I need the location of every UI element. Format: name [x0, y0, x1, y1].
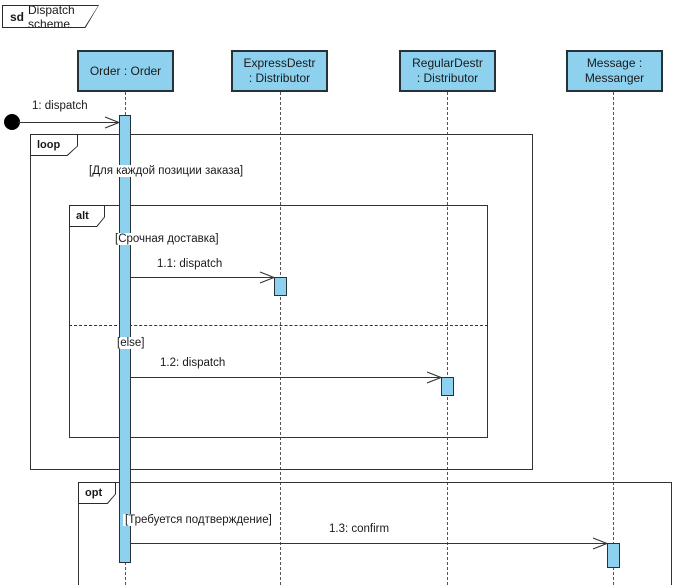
activation-expressdestr[interactable] — [274, 277, 287, 296]
lifeline-message-label: Message : Messanger — [584, 56, 645, 85]
lifeline-expressdestr-line[interactable] — [280, 92, 281, 585]
lifeline-regulardestr-label: RegularDestr : Distributor — [412, 56, 483, 85]
message-1-label: 1: dispatch — [30, 100, 90, 112]
fragment-alt-separator — [69, 325, 488, 326]
open-arrowhead-icon — [426, 371, 442, 384]
activation-message[interactable] — [607, 543, 620, 568]
fragment-alt[interactable]: alt — [69, 205, 488, 438]
open-arrowhead-icon — [104, 116, 120, 129]
fragment-loop-operator: loop — [37, 139, 61, 151]
diagram-name: Dispatch scheme — [28, 2, 75, 31]
open-arrowhead-icon — [592, 537, 608, 550]
fragment-opt-guard: [Требуется подтверждение] — [123, 514, 274, 526]
fragment-opt-operator: opt — [85, 487, 103, 499]
lifeline-regulardestr-head[interactable]: RegularDestr : Distributor — [399, 50, 496, 92]
diagram-keyword: sd — [10, 9, 25, 24]
fragment-opt-operator-tab: opt — [78, 482, 116, 504]
message-1-1-label: 1.1: dispatch — [155, 258, 225, 270]
message-1-1-line — [131, 277, 273, 278]
fragment-opt[interactable]: opt — [78, 482, 672, 585]
fragment-alt-guard: [Срочная доставка] — [113, 233, 221, 245]
message-1-2-line — [131, 377, 440, 378]
fragment-loop-operator-tab: loop — [30, 134, 78, 156]
found-message-endpoint-icon — [4, 114, 20, 130]
fragment-alt-operator-tab: alt — [69, 205, 105, 227]
message-1-line — [18, 122, 119, 123]
fragment-loop[interactable]: loop — [30, 134, 533, 470]
lifeline-regulardestr-line[interactable] — [447, 92, 448, 585]
activation-regulardestr[interactable] — [441, 377, 454, 396]
message-1-3-label: 1.3: confirm — [327, 523, 392, 535]
fragment-alt-operator: alt — [76, 210, 89, 222]
diagram-title: sd Dispatch scheme — [3, 6, 98, 27]
lifeline-order-head[interactable]: Order : Order — [77, 50, 174, 92]
fragment-alt-else-guard: [else] — [115, 337, 147, 349]
lifeline-message-line[interactable] — [613, 92, 614, 585]
lifeline-expressdestr-label: ExpressDestr : Distributor — [243, 56, 316, 85]
lifeline-message-head[interactable]: Message : Messanger — [566, 50, 663, 92]
open-arrowhead-icon — [259, 271, 275, 284]
fragment-loop-guard: [Для каждой позиции заказа] — [87, 165, 246, 177]
message-1-2-label: 1.2: dispatch — [158, 357, 228, 369]
message-1-3-line — [131, 543, 606, 544]
diagram-title-tab: sd Dispatch scheme — [2, 5, 99, 28]
lifeline-expressdestr-head[interactable]: ExpressDestr : Distributor — [231, 50, 328, 92]
lifeline-order-label: Order : Order — [89, 63, 162, 78]
